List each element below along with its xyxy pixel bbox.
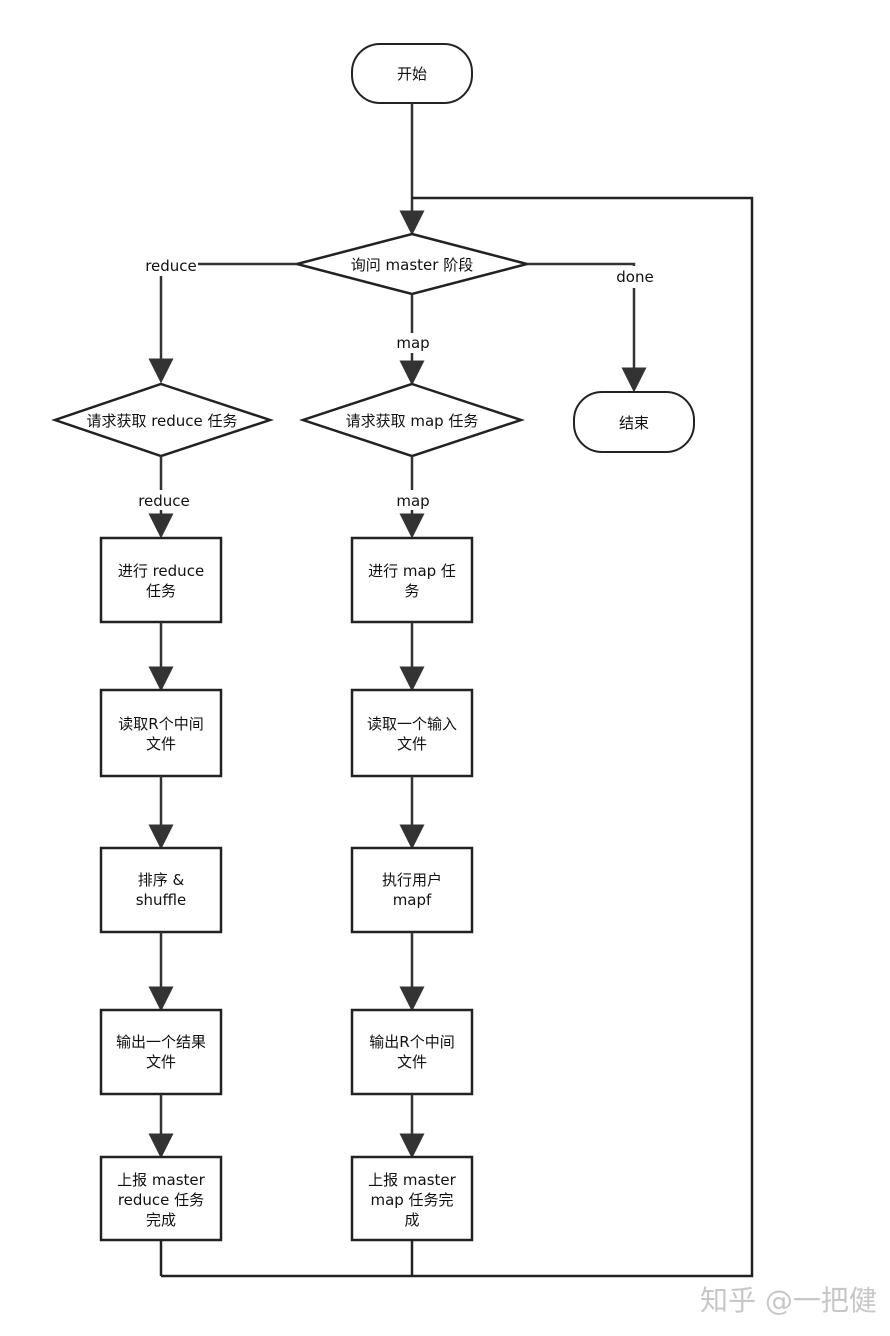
do-reduce-task-box [99, 536, 223, 624]
report-reduce-done-box [99, 1155, 223, 1242]
map-branch-label: map [396, 334, 429, 352]
reduce-branch-label-bg [144, 254, 198, 276]
start-label: 开始 [397, 65, 427, 83]
edge-ask-to-reduce [148, 262, 297, 384]
edge-loop-back [161, 196, 754, 1278]
reduce-branch-label: reduce [145, 257, 197, 275]
map-granted-label-bg [395, 490, 431, 510]
request-map-task-label: 请求获取 map 任务 [346, 412, 479, 430]
read-r-intermediate-files-box [99, 688, 223, 778]
edge-ask-to-done [527, 262, 647, 393]
sort-shuffle-box [99, 846, 223, 934]
read-r-intermediate-files-label: 读取R个中间文件 [118, 715, 203, 753]
reduce-granted-label-bg [137, 490, 191, 510]
output-result-file-label: 输出一个结果文件 [116, 1033, 206, 1071]
request-reduce-task-label: 请求获取 reduce 任务 [86, 412, 237, 430]
output-r-intermediate-files-label: 输出R个中间文件 [369, 1033, 454, 1071]
output-r-intermediate-files-box [350, 1008, 474, 1096]
read-input-file-box [350, 688, 474, 778]
zhihu-watermark: 知乎 @一把健 [700, 1284, 877, 1317]
sort-shuffle-label: 排序 &shuffle [136, 871, 187, 909]
reduce-granted-label: reduce [138, 492, 190, 510]
exec-mapf-box [350, 846, 474, 934]
read-input-file-label: 读取一个输入文件 [367, 715, 457, 753]
map-granted-label: map [396, 492, 429, 510]
end-label: 结束 [619, 414, 649, 432]
do-map-task-label: 进行 map 任务 [368, 562, 456, 600]
done-branch-label: done [616, 268, 653, 286]
do-map-task-box [350, 536, 474, 624]
output-result-file-box [99, 1008, 223, 1096]
end-node [573, 391, 695, 453]
map-branch-label-bg [395, 333, 431, 353]
ask-master-phase-label: 询问 master 阶段 [351, 256, 473, 274]
done-branch-label-bg [612, 266, 656, 288]
